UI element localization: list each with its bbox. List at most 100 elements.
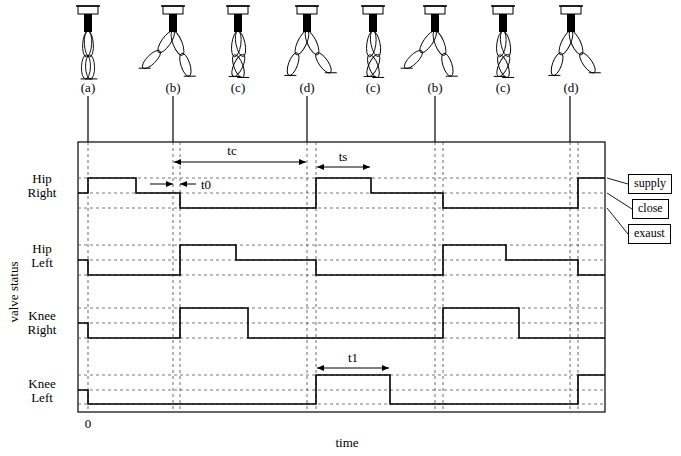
level-line <box>78 245 605 246</box>
leg-link <box>495 53 512 79</box>
leader-line <box>607 178 628 184</box>
leg-link <box>430 29 448 56</box>
phase-label: (c) <box>231 81 245 95</box>
phase-label: (c) <box>366 81 380 95</box>
leg-link <box>364 53 382 79</box>
mount <box>78 6 98 14</box>
time-marker <box>173 142 174 412</box>
t0-arrow <box>150 184 173 185</box>
leg-link <box>556 29 575 56</box>
t1-arrow <box>317 368 389 369</box>
level-line <box>78 308 605 309</box>
leg-link <box>577 50 598 75</box>
phase-label: (a) <box>81 81 95 95</box>
leg-link <box>230 53 247 79</box>
mount <box>425 6 445 14</box>
leg-link <box>285 51 302 77</box>
level-name: supply <box>634 176 666 190</box>
level-name: exaust <box>634 226 665 240</box>
time-marker <box>307 142 308 412</box>
leg-link <box>402 48 425 71</box>
foot <box>548 75 560 76</box>
leg-link <box>495 30 508 57</box>
mount <box>228 6 248 14</box>
time-marker <box>435 142 436 412</box>
phase-label: (d) <box>563 81 578 95</box>
channel-name: Hip Right <box>20 172 64 201</box>
channel-name: Hip Left <box>20 242 64 271</box>
mount <box>561 6 581 14</box>
foot <box>589 72 601 73</box>
leg-link <box>81 55 91 79</box>
phase-tick <box>569 96 570 142</box>
time-interval: t0 <box>201 178 211 192</box>
leg-link <box>494 53 512 79</box>
foot <box>325 72 337 73</box>
robot-body <box>567 14 575 32</box>
leader-line <box>607 208 628 234</box>
level-line <box>78 323 605 324</box>
axis-label: valve status <box>7 261 21 322</box>
t0-arrow <box>180 184 196 185</box>
valve-waveform <box>78 375 605 404</box>
mount <box>493 6 513 14</box>
mount <box>163 6 183 14</box>
valve-waveform <box>78 245 605 275</box>
mount <box>297 6 317 14</box>
phase-tick <box>87 96 88 142</box>
leg-link <box>155 29 177 55</box>
phase-label: (b) <box>165 81 180 95</box>
phase-label: (b) <box>427 81 442 95</box>
level-box: close <box>632 199 669 218</box>
phase-label: (c) <box>496 81 510 95</box>
level-box: supply <box>628 174 672 193</box>
leg-link <box>82 31 93 58</box>
leg-link <box>439 52 455 78</box>
ts-arrow <box>317 167 370 168</box>
chart-frame <box>78 142 605 412</box>
foot <box>372 77 384 78</box>
time-interval: tc <box>227 144 236 158</box>
level-box: exaust <box>628 224 671 243</box>
time-marker <box>570 142 571 412</box>
channel-name: Knee Left <box>20 377 64 406</box>
leg-link <box>313 50 334 75</box>
robot-body <box>431 14 439 32</box>
robot-body <box>303 14 311 32</box>
leg-link <box>292 29 311 56</box>
axis-label: time <box>335 436 358 450</box>
phase-tick <box>306 96 307 142</box>
foot <box>139 68 151 69</box>
level-line <box>78 390 605 391</box>
mount <box>363 6 383 14</box>
valve-waveform <box>78 308 605 338</box>
robot-body <box>499 14 507 32</box>
axis-label: 0 <box>85 417 92 431</box>
time-marker <box>443 142 444 412</box>
leader-line <box>607 193 632 209</box>
leg-link <box>365 53 382 79</box>
phase-label: (d) <box>299 81 314 95</box>
phase-tick <box>172 96 173 142</box>
time-interval: t1 <box>348 351 358 365</box>
foot <box>81 78 93 79</box>
robot-body <box>234 14 242 32</box>
time-marker <box>180 142 181 412</box>
leg-link <box>177 52 193 78</box>
leg-link <box>230 30 243 57</box>
foot <box>502 77 514 78</box>
valve-waveform <box>78 178 605 208</box>
level-name: close <box>638 201 663 215</box>
robot-body <box>84 14 92 32</box>
time-interval: ts <box>339 150 348 164</box>
robot-body <box>369 14 377 32</box>
leg-link <box>417 29 439 55</box>
phase-tick <box>434 96 435 142</box>
leg-link <box>365 30 378 57</box>
leg-link <box>229 53 247 79</box>
foot <box>401 68 413 69</box>
robot-body <box>169 14 177 32</box>
foot <box>446 76 458 77</box>
